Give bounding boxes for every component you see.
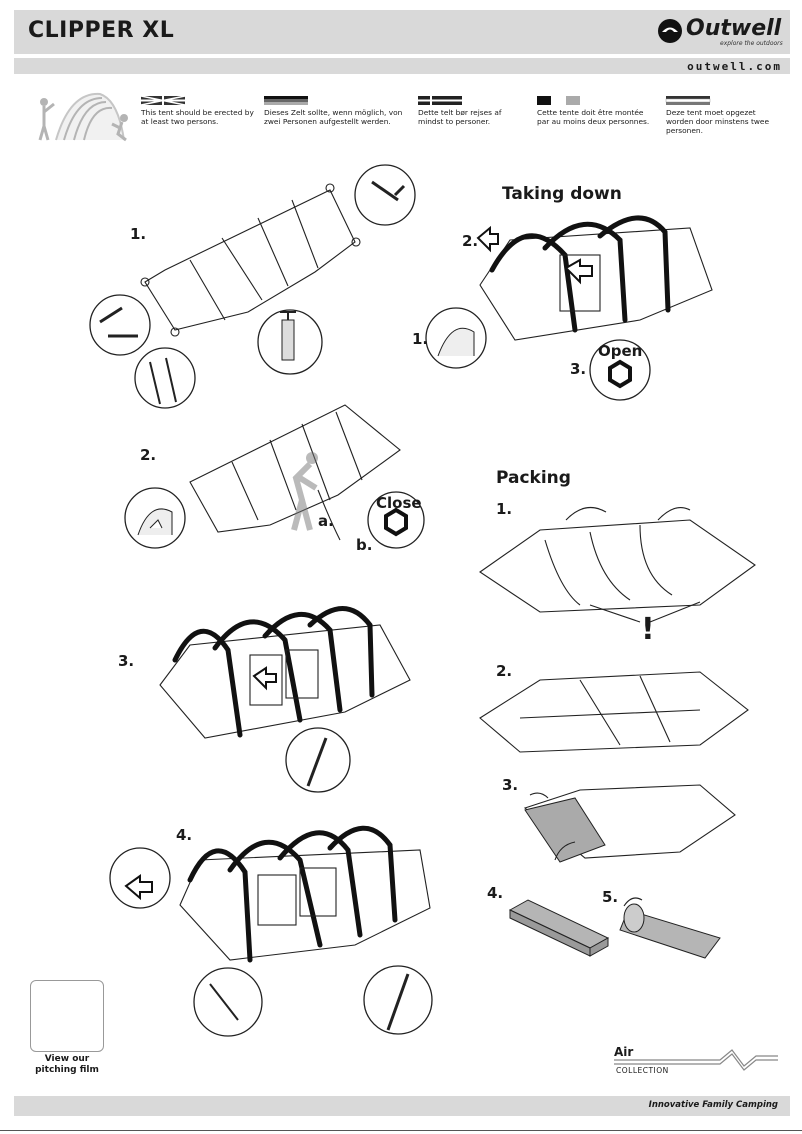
two-person-icon — [38, 92, 128, 142]
pack-step4-illustration — [508, 899, 610, 957]
footer-tagline: Innovative Family Camping — [648, 1100, 778, 1110]
pitch-step1-illustration — [89, 164, 416, 409]
pitch-step4-illustration — [109, 825, 433, 1037]
pitch-step2-illustration — [124, 404, 425, 549]
pack-step-5-label: 5. — [602, 888, 619, 906]
qr-frame — [30, 980, 104, 1052]
url-bar — [14, 58, 790, 74]
qr-label-line1: View our — [44, 1054, 90, 1064]
french-flag-icon — [537, 96, 580, 105]
pitch-step-1-label: 1. — [130, 225, 147, 243]
guyline-detail-icon — [193, 967, 263, 1037]
td-step-2-label: 2. — [462, 232, 479, 250]
pegs-detail-icon — [134, 347, 196, 409]
warning-mark: ! — [641, 612, 655, 647]
pitch-step-4-label: 4. — [176, 826, 193, 844]
note-nl: Deze tent moet opgezet worden door minst… — [666, 108, 770, 135]
td-step-3-label: 3. — [570, 360, 587, 378]
footer-bar — [14, 1096, 790, 1116]
air-collection-wave — [614, 1049, 778, 1067]
note-de: Dieses Zelt sollte, wenn möglich, von zw… — [264, 108, 403, 126]
note-fr: Cette tente doit être montée par au moin… — [537, 108, 650, 126]
pack-step-4-label: 4. — [487, 884, 504, 902]
pitch-step-3-label: 3. — [118, 652, 135, 670]
pack-step-1-label: 1. — [496, 500, 513, 518]
pack-step3-illustration — [523, 784, 736, 863]
pitch-sub-b-label: b. — [356, 536, 373, 554]
page-title: CLIPPER XL — [28, 18, 175, 43]
pitch-step3-illustration — [159, 606, 411, 793]
collection-label: COLLECTION — [616, 1066, 669, 1075]
german-flag-icon — [264, 96, 308, 105]
pack-step1-illustration — [479, 506, 756, 623]
packing-heading: Packing — [496, 468, 571, 488]
brand-logo: Outwell explore the outdoors — [656, 14, 786, 50]
takedown-illustration — [425, 215, 713, 401]
pack-step-2-label: 2. — [496, 662, 513, 680]
peg-mallet-detail-icon — [89, 294, 151, 356]
pitch-sub-a-label: a. — [318, 512, 334, 530]
td-step-1-label: 1. — [412, 330, 429, 348]
uk-flag-icon — [140, 95, 186, 106]
bottom-rule — [0, 1130, 802, 1131]
person-pumping-icon — [291, 452, 318, 531]
brand-name: Outwell — [686, 16, 782, 41]
note-en: This tent should be erected by at least … — [141, 108, 254, 126]
danish-flag-icon — [418, 96, 462, 105]
pitch-step-2-label: 2. — [140, 446, 157, 464]
website-url[interactable]: outwell.com — [687, 60, 782, 73]
brand-tagline: explore the outdoors — [720, 40, 783, 47]
taking-down-heading: Taking down — [502, 184, 622, 204]
qr-label[interactable]: View our pitching film — [24, 1054, 110, 1076]
pack-step-3-label: 3. — [502, 776, 519, 794]
note-da: Dette telt bør rejses af mindst to perso… — [418, 108, 502, 126]
collection-name: Air — [614, 1045, 634, 1059]
dutch-flag-icon — [665, 96, 711, 105]
mallet-detail-icon — [354, 164, 416, 226]
open-label: Open — [598, 342, 643, 360]
qr-label-line2: pitching film — [35, 1065, 99, 1075]
outwell-logo-icon — [658, 19, 682, 43]
pack-step2-illustration — [479, 671, 749, 753]
close-label: Close — [376, 494, 422, 512]
pack-step5-illustration — [619, 897, 721, 959]
